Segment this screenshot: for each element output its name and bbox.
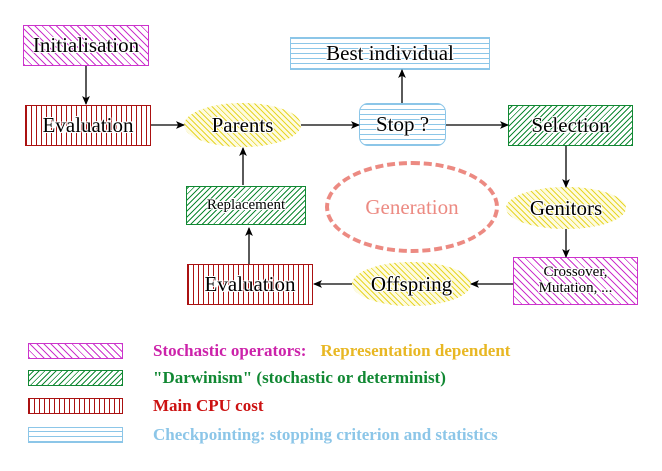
node-evaluation-bottom-label: Evaluation bbox=[204, 272, 296, 297]
node-genitors[interactable]: Genitors bbox=[506, 187, 626, 229]
node-evaluation-top[interactable]: Evaluation bbox=[25, 105, 151, 146]
legend-swatch-green-icon bbox=[28, 370, 123, 386]
node-replacement[interactable]: Replacement bbox=[186, 186, 306, 225]
node-generation: Generation bbox=[325, 161, 499, 253]
node-selection[interactable]: Selection bbox=[508, 105, 633, 146]
legend-item-cpu-cost: Main CPU cost bbox=[28, 395, 263, 417]
legend-item-darwinism: "Darwinism" (stochastic or determinist) bbox=[28, 367, 446, 389]
legend-swatch-blue-icon bbox=[28, 427, 123, 443]
legend-label-checkpointing: Checkpointing: stopping criterion and st… bbox=[153, 425, 498, 444]
node-genitors-label: Genitors bbox=[529, 195, 603, 220]
node-parents-label: Parents bbox=[211, 112, 274, 137]
legend-item-stochastic: Stochastic operators: Representation dep… bbox=[28, 340, 510, 362]
node-offspring[interactable]: Offspring bbox=[352, 262, 471, 306]
legend-item-checkpointing: Checkpointing: stopping criterion and st… bbox=[28, 424, 498, 446]
legend-label-darwinism: "Darwinism" (stochastic or determinist) bbox=[153, 368, 446, 387]
node-crossover[interactable]: Crossover, Mutation, ... bbox=[513, 257, 638, 305]
node-offspring-label: Offspring bbox=[370, 271, 453, 296]
node-initialisation[interactable]: Initialisation bbox=[23, 25, 149, 66]
legend-swatch-red-icon bbox=[28, 398, 123, 414]
node-replacement-label: Replacement bbox=[206, 196, 286, 213]
node-crossover-label-line2: Mutation, ... bbox=[538, 280, 613, 296]
legend-label-cpu-cost: Main CPU cost bbox=[153, 396, 264, 415]
legend-label-representation: Representation dependent bbox=[320, 341, 511, 360]
node-stop-label: Stop ? bbox=[375, 112, 430, 137]
node-evaluation-top-label: Evaluation bbox=[42, 113, 134, 138]
node-best-individual[interactable]: Best individual bbox=[290, 37, 490, 70]
legend-label-stochastic: Stochastic operators: bbox=[153, 341, 307, 360]
node-initialisation-label: Initialisation bbox=[32, 33, 140, 58]
node-parents[interactable]: Parents bbox=[184, 103, 301, 147]
legend-swatch-magenta-icon bbox=[28, 343, 123, 359]
node-generation-label: Generation bbox=[365, 194, 459, 219]
node-evaluation-bottom[interactable]: Evaluation bbox=[187, 264, 313, 305]
node-crossover-label-line1: Crossover, bbox=[543, 264, 608, 281]
node-selection-label: Selection bbox=[531, 113, 610, 138]
node-stop[interactable]: Stop ? bbox=[359, 103, 446, 146]
node-best-individual-label: Best individual bbox=[326, 41, 454, 66]
